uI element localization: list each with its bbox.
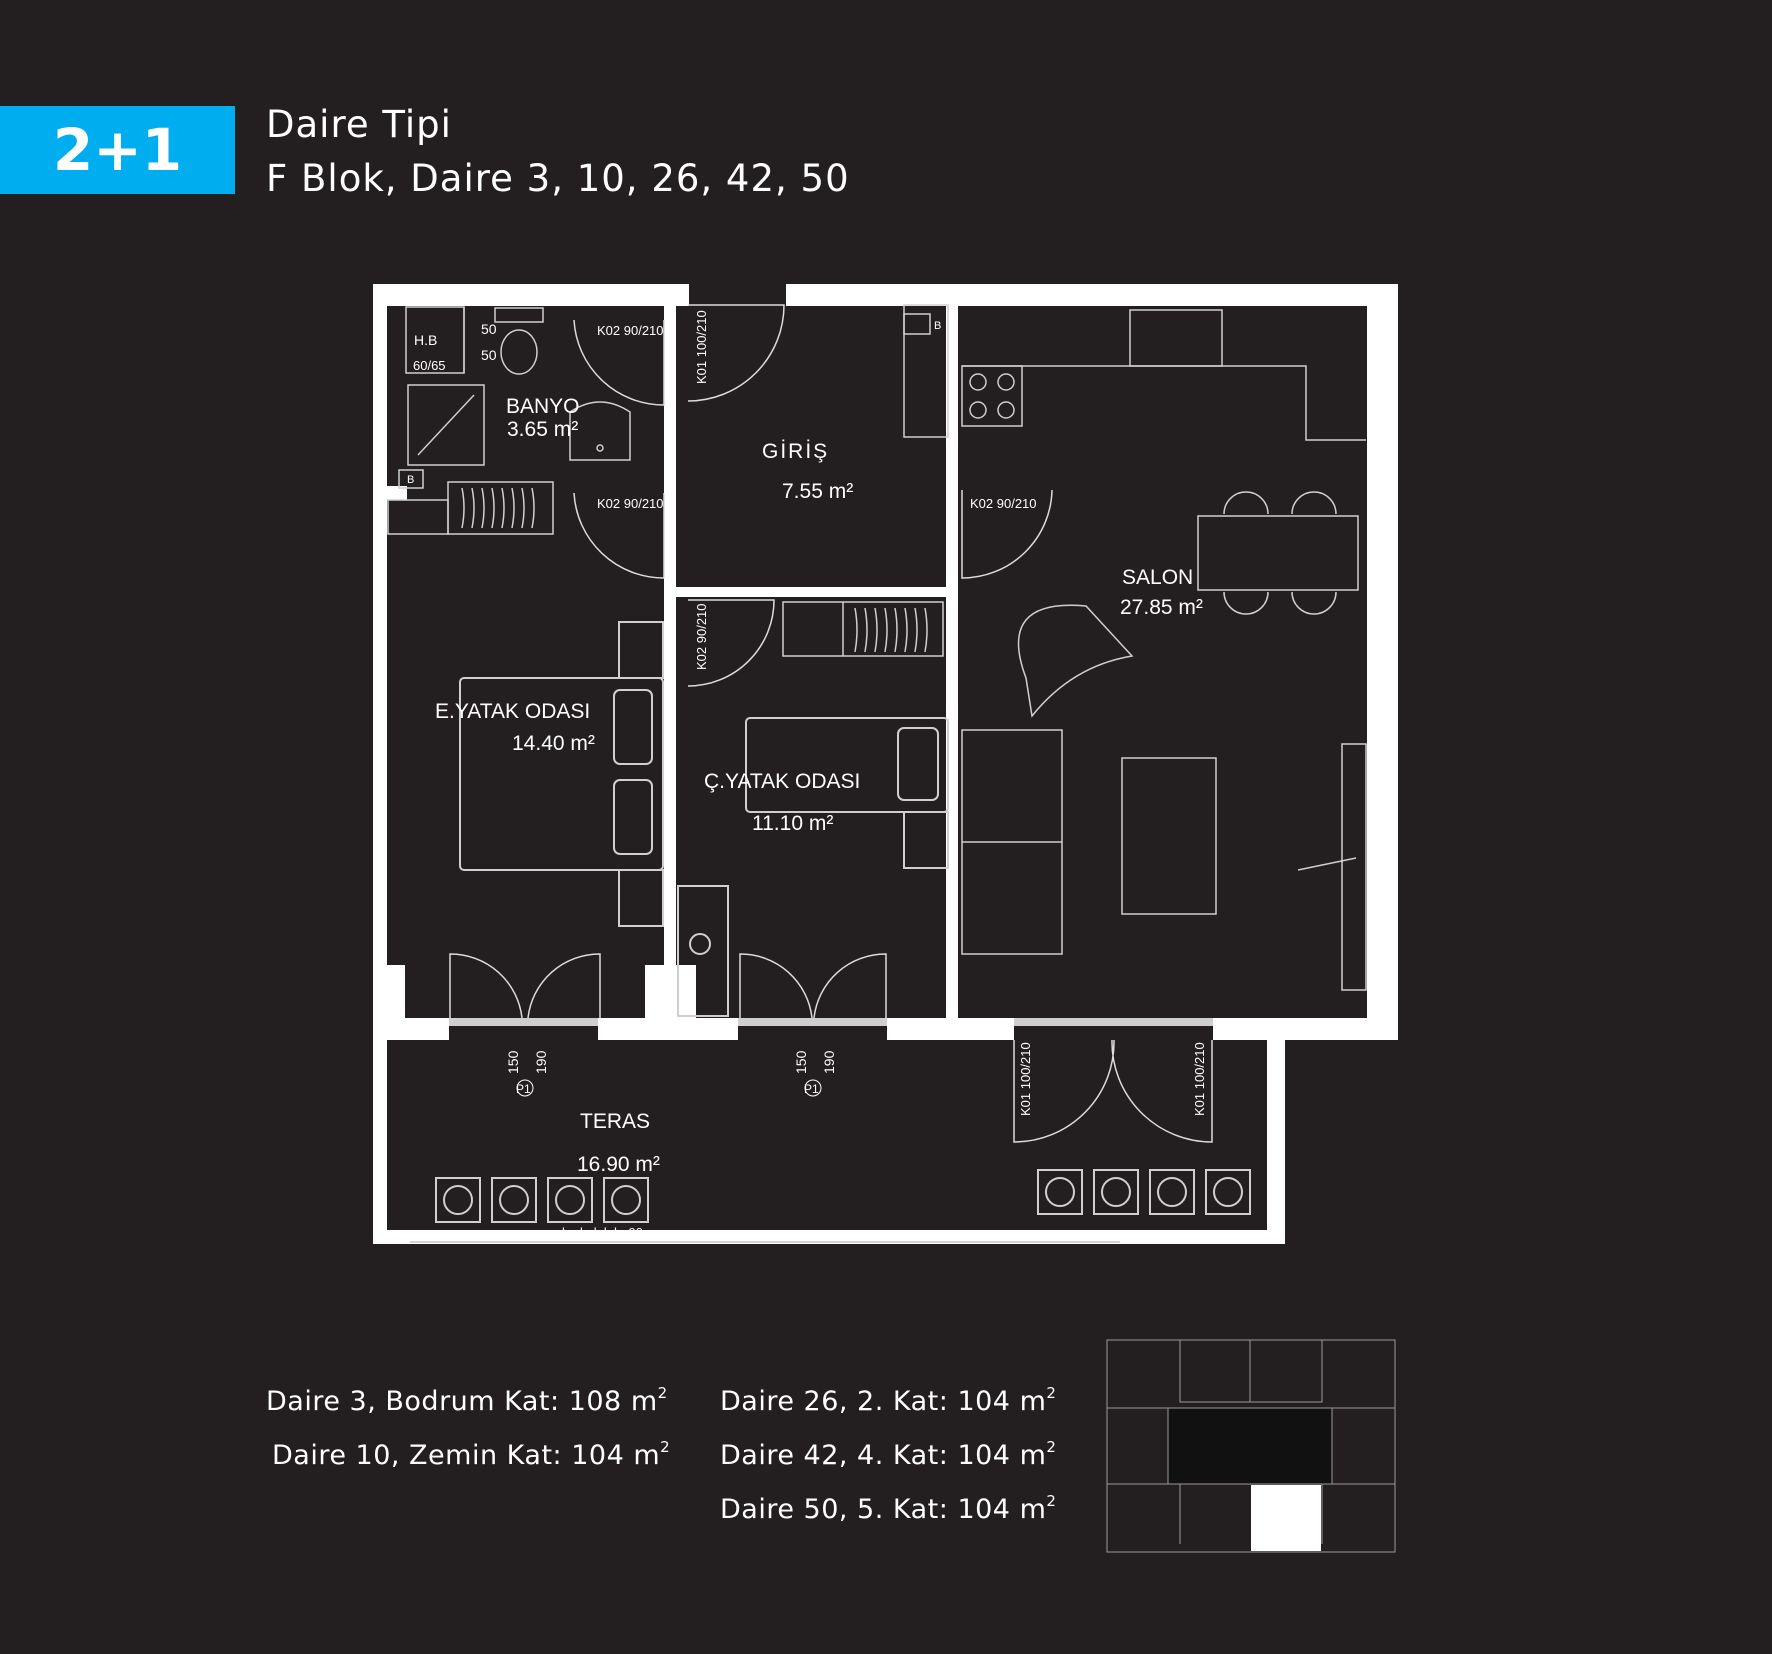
window-height-2: 190 xyxy=(821,1050,837,1074)
door-label-terrace-left: K01 100/210 xyxy=(1018,1042,1033,1116)
door-label-entrance: K01 100/210 xyxy=(694,310,709,384)
wardrobe-cbedroom xyxy=(782,601,944,657)
wc-dim-b: 50 xyxy=(481,347,497,363)
key-plan xyxy=(1106,1339,1396,1553)
planters xyxy=(435,1169,1251,1223)
room-name-giris: GİRİŞ xyxy=(762,440,829,463)
room-area-banyo: 3.65 m² xyxy=(507,418,578,441)
window-code-2: P1 xyxy=(804,1082,819,1096)
shaft-label-1: B xyxy=(407,474,414,486)
page-title: Daire Tipi xyxy=(266,103,452,146)
exterior-walls xyxy=(373,284,1398,1244)
wardrobe-ebedroom xyxy=(387,481,554,535)
unit-area-1: Daire 10, Zemin Kat: 104 m2 xyxy=(272,1438,671,1471)
terrace-doors xyxy=(449,1018,1213,1026)
bathroom-fixtures xyxy=(398,306,931,489)
room-name-salon: SALON xyxy=(1122,566,1193,589)
room-area-giris: 7.55 m² xyxy=(782,480,853,503)
window-height-1: 190 xyxy=(533,1050,549,1074)
shaft-label-2: B xyxy=(934,320,941,332)
page-subtitle: F Blok, Daire 3, 10, 26, 42, 50 xyxy=(266,157,850,200)
hb-label: H.B xyxy=(414,332,437,348)
door-label-ebedroom: K02 90/210 xyxy=(597,496,664,511)
door-label-terrace-right: K01 100/210 xyxy=(1192,1042,1207,1116)
room-area-salon: 27.85 m² xyxy=(1120,596,1203,619)
apartment-type-label: 2+1 xyxy=(52,116,183,184)
room-name-cbedroom: Ç.YATAK ODASI xyxy=(704,770,860,793)
room-name-teras: TERAS xyxy=(580,1110,650,1133)
room-area-cbedroom: 11.10 m² xyxy=(752,812,833,835)
room-name-ebedroom: E.YATAK ODASI xyxy=(435,700,590,723)
door-swings xyxy=(449,304,1213,1143)
door-label-salon: K02 90/210 xyxy=(970,496,1037,511)
unit-area-2: Daire 26, 2. Kat: 104 m2 xyxy=(720,1384,1057,1417)
window-width-1: 150 xyxy=(505,1050,521,1074)
room-name-banyo: BANYO xyxy=(506,395,580,418)
hb-size: 60/65 xyxy=(413,358,446,373)
salon-furniture xyxy=(903,304,1367,991)
unit-area-0: Daire 3, Bodrum Kat: 108 m2 xyxy=(266,1384,668,1417)
room-area-teras: 16.90 m² xyxy=(577,1153,660,1176)
wc-dim-a: 50 xyxy=(481,321,497,337)
apartment-type-badge: 2+1 xyxy=(0,106,235,194)
room-area-ebedroom: 14.40 m² xyxy=(512,732,595,755)
unit-area-4: Daire 50, 5. Kat: 104 m2 xyxy=(720,1492,1057,1525)
unit-area-3: Daire 42, 4. Kat: 104 m2 xyxy=(720,1438,1057,1471)
key-plan-highlight xyxy=(1251,1485,1321,1551)
window-width-2: 150 xyxy=(793,1050,809,1074)
door-label-banyo: K02 90/210 xyxy=(597,323,664,338)
door-label-cbedroom: K02 90/210 xyxy=(694,603,709,670)
railing-label: korkuluk h: 90 cm xyxy=(562,1225,664,1240)
beds xyxy=(459,621,949,1017)
window-code-1: P1 xyxy=(516,1082,531,1096)
